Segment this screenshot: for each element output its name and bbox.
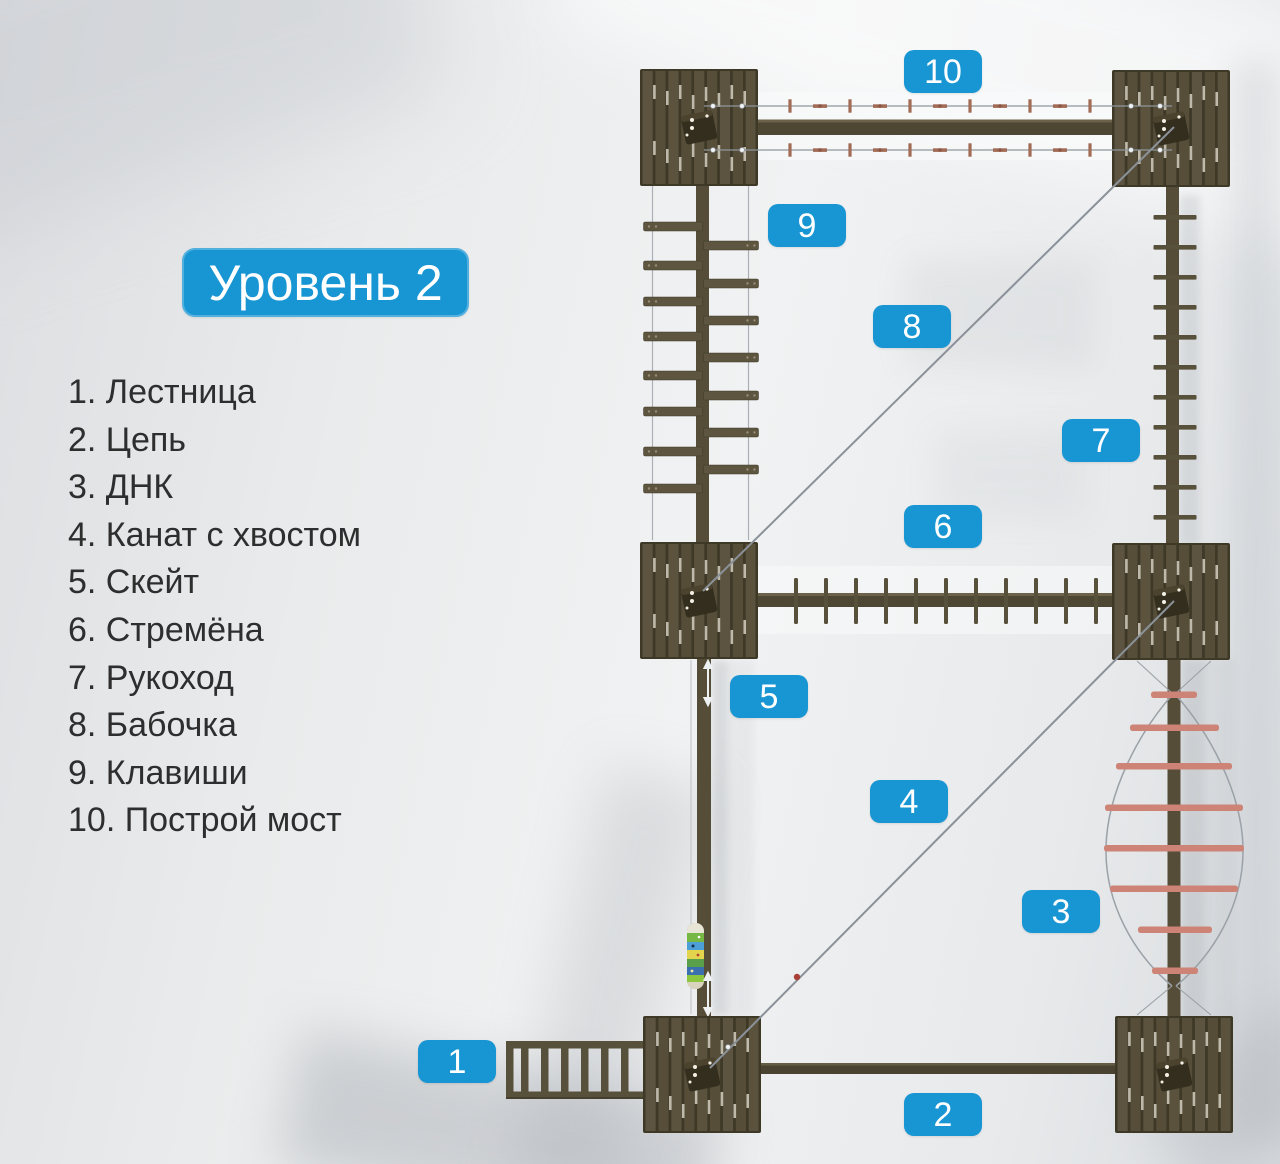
chain-beam-2: [758, 1063, 1116, 1074]
legend-item: 5. Скейт: [68, 563, 200, 602]
page-title: Уровень 2: [182, 248, 469, 317]
stirrups-obstacle-6: [756, 578, 1114, 624]
legend-item: 8. Бабочка: [68, 706, 237, 745]
monkey-bars-obstacle-7: [1153, 187, 1197, 543]
legend-item: 6. Стремёна: [68, 610, 264, 649]
platform-top-left: [640, 69, 758, 186]
marker-8-butterfly: 8: [873, 305, 951, 348]
bridge-planks-10: [788, 99, 1092, 157]
butterfly-cable-8: [702, 126, 1175, 592]
marker-7-monkey-bars: 7: [1062, 419, 1140, 462]
piano-keys-obstacle-9: [643, 185, 759, 542]
cable-connector-dots: [710, 103, 1163, 153]
legend-item: 1. Лестница: [68, 373, 256, 411]
legend-item: 3. ДНК: [68, 468, 174, 507]
platform-middle-left: [640, 542, 758, 659]
marker-9-piano-keys: 9: [768, 204, 846, 247]
ladder-obstacle-1: [506, 1041, 649, 1099]
marker-6-stirrups: 6: [904, 505, 982, 548]
marker-4-rope: 4: [870, 780, 948, 823]
legend-item: 4. Канат с хвостом: [68, 515, 361, 554]
legend-item: 10. Построй мост: [68, 801, 342, 840]
vertical-arrow-markers: [702, 658, 714, 1018]
legend-item: 9. Клавиши: [68, 753, 248, 792]
legend-item: 7. Рукоход: [68, 658, 234, 697]
skate-obstacle-5: [687, 658, 714, 1018]
marker-2-chain: 2: [904, 1093, 982, 1136]
bridge-beam-10: [756, 119, 1114, 135]
obstacle-legend: 1. Лестница 2. Цепь 3. ДНК 4. Канат с хв…: [68, 369, 361, 845]
page-title-text: Уровень 2: [208, 254, 443, 311]
legend-item: 2. Цепь: [68, 420, 186, 459]
marker-3-dna: 3: [1022, 890, 1100, 933]
platform-middle-right: [1112, 543, 1230, 660]
marker-5-skate: 5: [730, 675, 808, 718]
dna-obstacle-3: [1104, 658, 1244, 1016]
marker-1-ladder: 1: [418, 1040, 496, 1083]
marker-10-build-bridge: 10: [904, 50, 982, 93]
rope-with-tail-cable-4: [709, 600, 1175, 1069]
platform-bottom-right: [1115, 1016, 1233, 1133]
